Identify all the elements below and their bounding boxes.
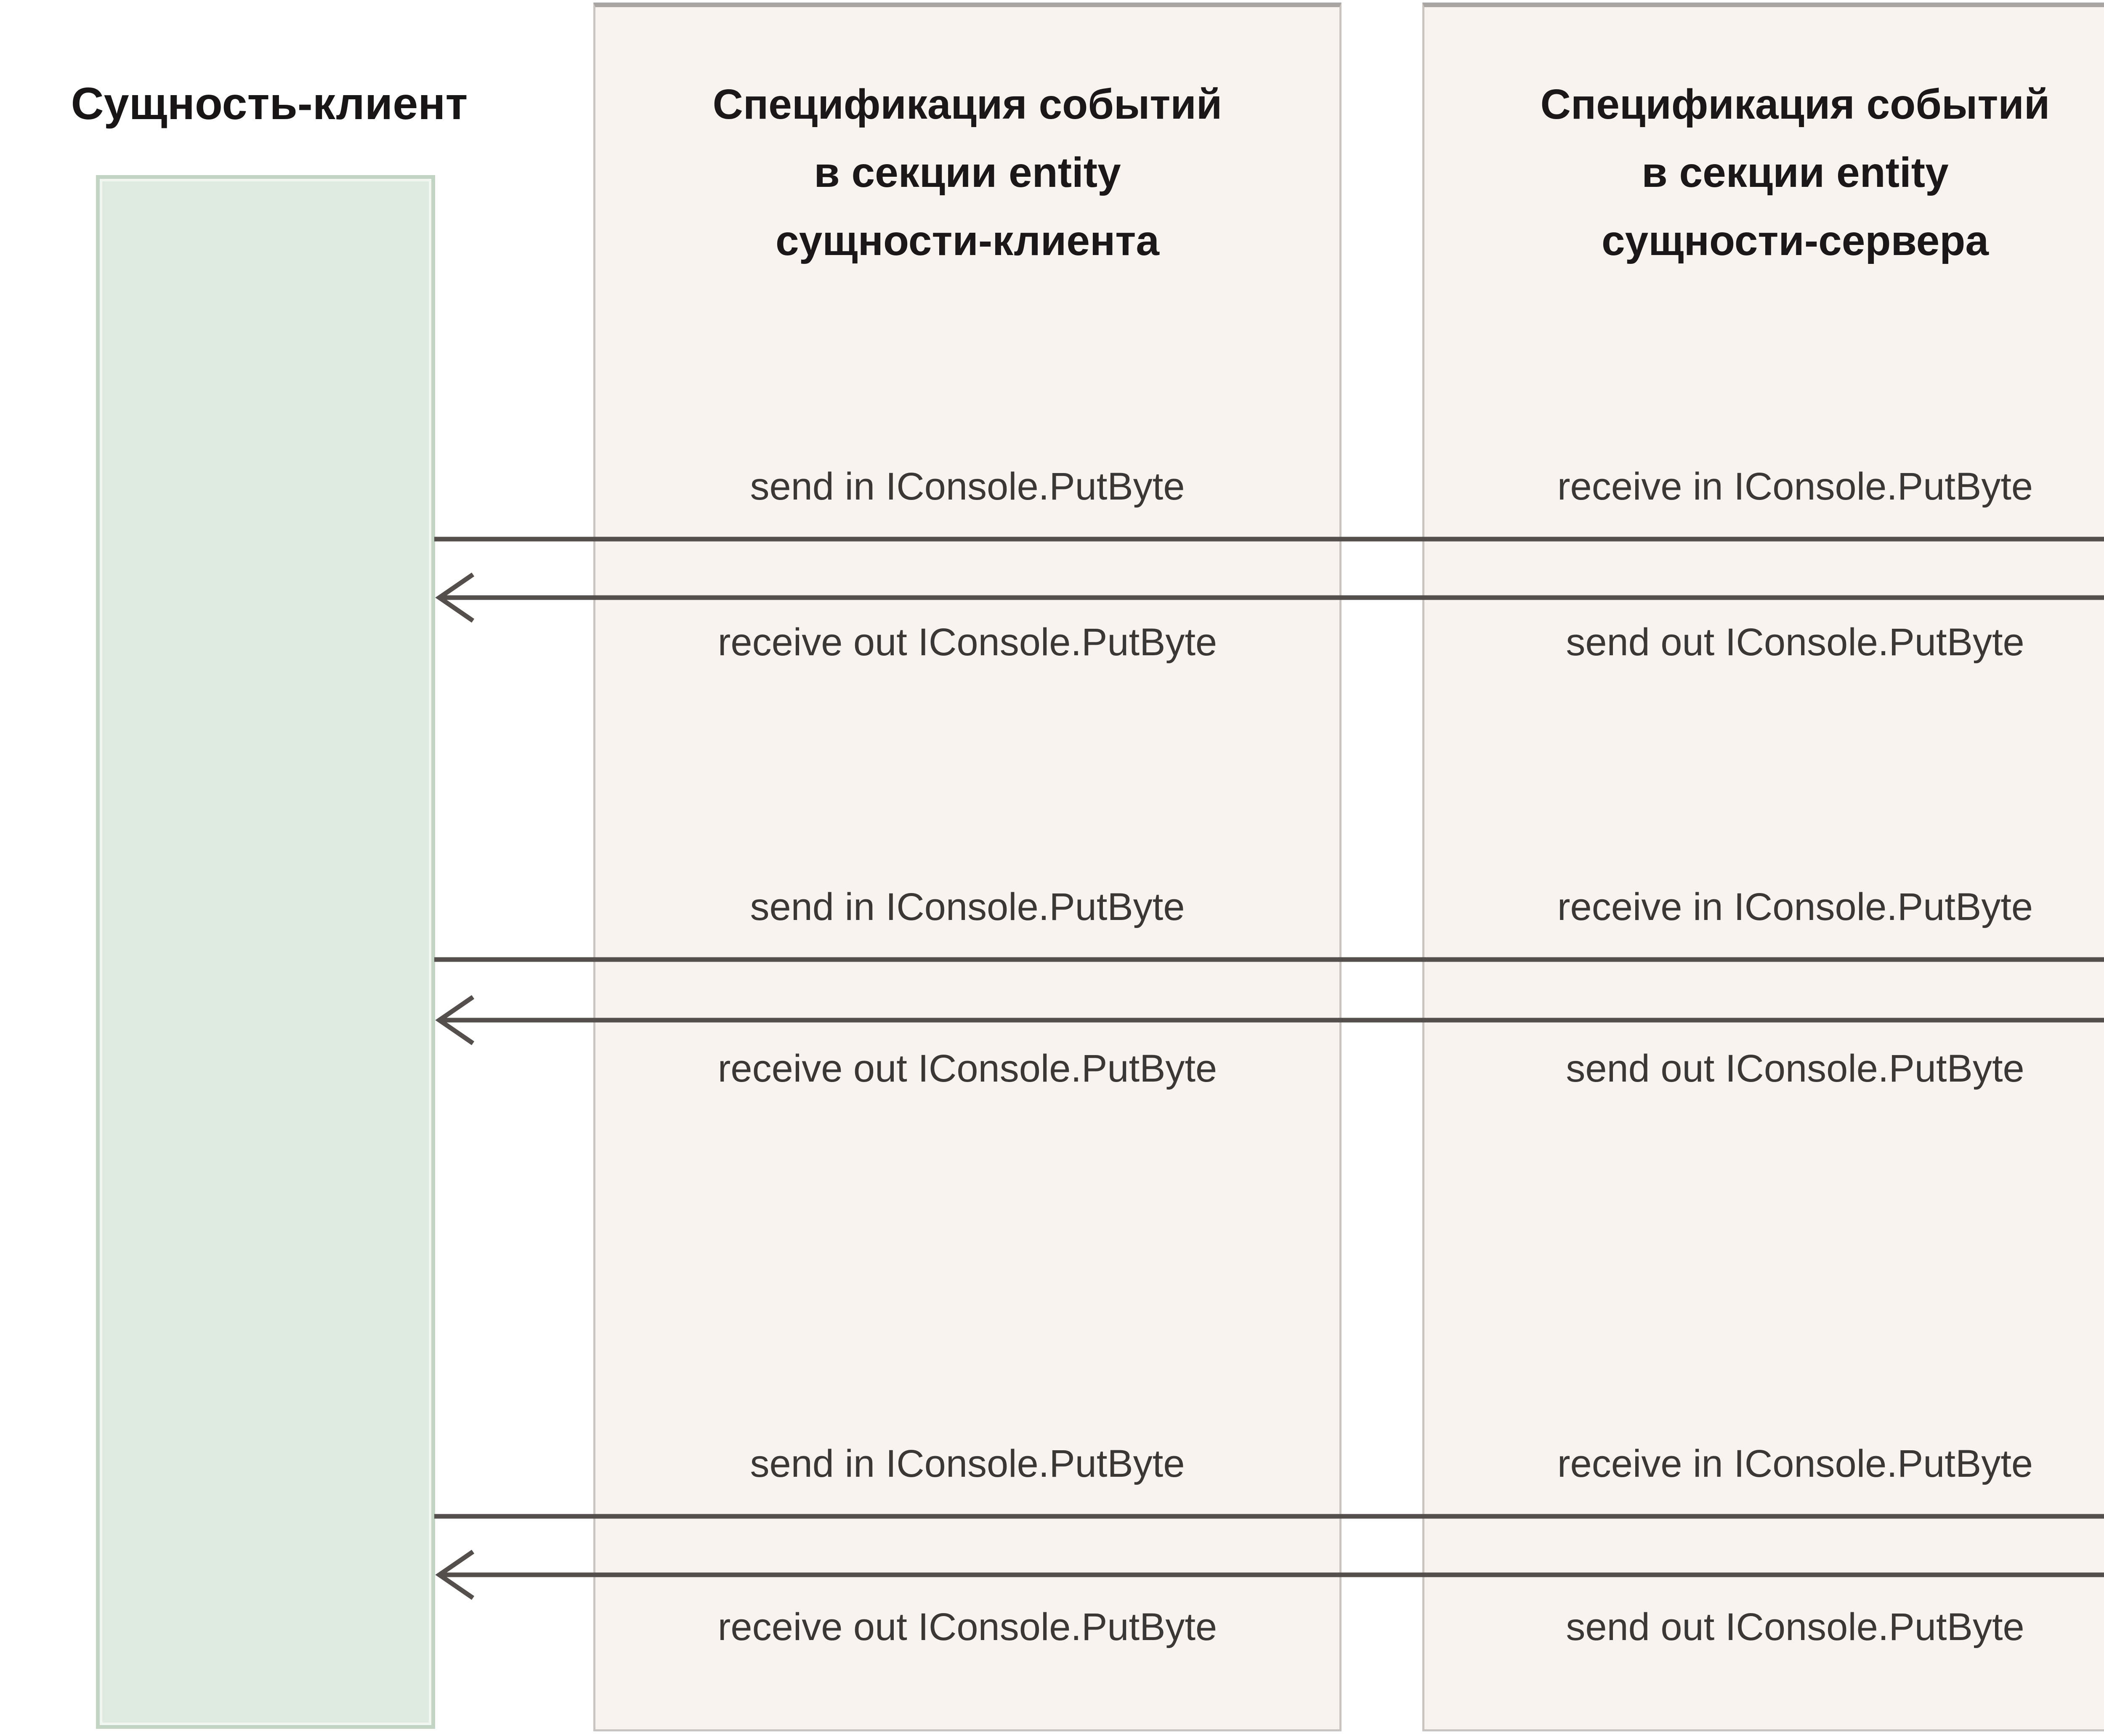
server-spec-title-line3: сущности-сервера bbox=[1602, 217, 1989, 264]
client-spec-title-line1: Спецификация событий bbox=[712, 81, 1222, 128]
client-entity-lifeline bbox=[96, 175, 435, 1729]
msg-send-in-label-2: send in IConsole.PutByte bbox=[750, 885, 1185, 928]
msg-receive-out-label-3: receive out IConsole.PutByte bbox=[717, 1606, 1217, 1648]
server-spec-title-line2: в секции entity bbox=[1642, 149, 1949, 196]
msg-receive-in-label-3: receive in IConsole.PutByte bbox=[1557, 1442, 2033, 1485]
msg-send-out-label-1: send out IConsole.PutByte bbox=[1566, 621, 2024, 664]
msg-send-out-label-2: send out IConsole.PutByte bbox=[1566, 1047, 2024, 1090]
server-spec-column-title: Спецификация событий в секции entity сущ… bbox=[1424, 7, 2104, 275]
send-arrow-3 bbox=[434, 1487, 2104, 1546]
client-spec-column-title: Спецификация событий в секции entity сущ… bbox=[595, 7, 1339, 275]
return-arrow-1 bbox=[434, 568, 2104, 627]
client-spec-column: Спецификация событий в секции entity сущ… bbox=[593, 3, 1342, 1731]
msg-send-out-label-3: send out IConsole.PutByte bbox=[1566, 1606, 2024, 1648]
client-spec-title-line2: в секции entity bbox=[814, 149, 1121, 196]
return-arrow-2 bbox=[434, 991, 2104, 1050]
send-arrow-1 bbox=[434, 510, 2104, 569]
msg-receive-in-label-2: receive in IConsole.PutByte bbox=[1557, 885, 2033, 928]
msg-send-in-label-1: send in IConsole.PutByte bbox=[750, 465, 1185, 508]
client-spec-title-line3: сущности-клиента bbox=[775, 217, 1159, 264]
return-arrow-3 bbox=[434, 1545, 2104, 1604]
server-spec-column: Спецификация событий в секции entity сущ… bbox=[1422, 3, 2104, 1731]
send-arrow-2 bbox=[434, 930, 2104, 989]
msg-receive-out-label-1: receive out IConsole.PutByte bbox=[717, 621, 1217, 664]
msg-send-in-label-3: send in IConsole.PutByte bbox=[750, 1442, 1185, 1485]
server-spec-title-line1: Спецификация событий bbox=[1540, 81, 2050, 128]
msg-receive-out-label-2: receive out IConsole.PutByte bbox=[717, 1047, 1217, 1090]
msg-receive-in-label-1: receive in IConsole.PutByte bbox=[1557, 465, 2033, 508]
client-entity-title: Сущность-клиент bbox=[71, 78, 468, 129]
